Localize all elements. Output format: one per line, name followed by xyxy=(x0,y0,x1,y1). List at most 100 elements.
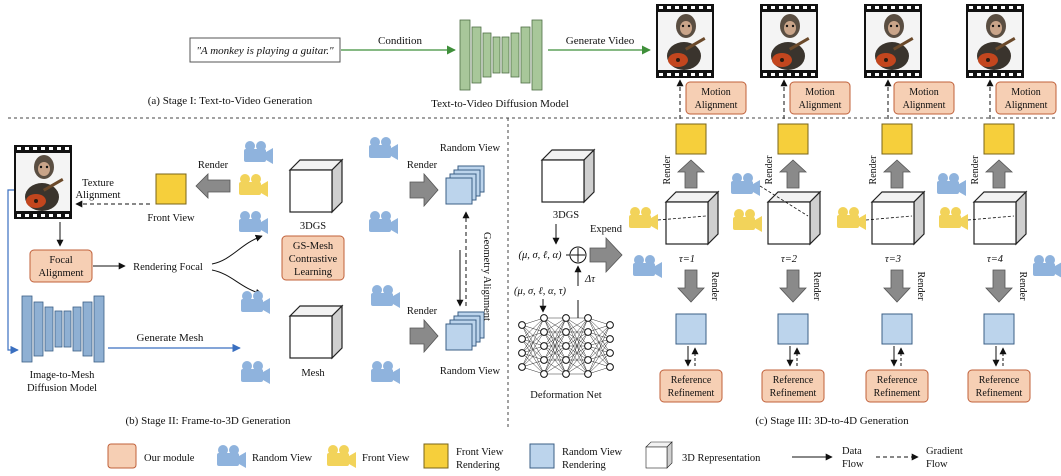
random-view-camera-icon xyxy=(241,291,270,314)
random-view-camera-icon xyxy=(369,211,398,234)
render-label: Render xyxy=(811,272,822,302)
tau-label: τ=3 xyxy=(885,254,901,265)
input-frame-image xyxy=(14,145,72,219)
condition-label: Condition xyxy=(378,35,423,47)
random-view-camera-icon xyxy=(369,137,398,160)
mesh-cube xyxy=(289,305,343,359)
render-arrow-down xyxy=(985,269,1013,303)
i2m-model-label-2: Diffusion Model xyxy=(27,383,97,394)
random-view-render xyxy=(675,313,707,345)
reference-refinement-label-2: Refinement xyxy=(976,388,1023,399)
geometry-alignment-label: Geometry Alignment xyxy=(481,232,492,321)
gs-mesh-label-1: GS-Mesh xyxy=(293,241,334,252)
legend-front-render-2: Rendering xyxy=(456,460,500,471)
mesh-label: Mesh xyxy=(301,368,325,379)
focal-alignment-module xyxy=(29,249,93,283)
net-node xyxy=(562,328,570,336)
render-arrow-down xyxy=(677,269,705,303)
net-node xyxy=(540,342,548,350)
reference-refinement-module xyxy=(659,369,723,403)
motion-alignment-label-1: Motion xyxy=(1011,87,1040,98)
4d-cube xyxy=(665,191,719,245)
random-view-stack-mesh xyxy=(445,311,485,351)
net-node xyxy=(518,363,526,371)
generate-mesh-label: Generate Mesh xyxy=(137,332,204,344)
reference-refinement-label-2: Refinement xyxy=(668,388,715,399)
front-view-label: Front View xyxy=(147,213,195,224)
front-view-camera-icon xyxy=(239,174,268,197)
reference-refinement-label-2: Refinement xyxy=(874,388,921,399)
reference-refinement-module xyxy=(761,369,825,403)
legend: Our module Random View Front View Front … xyxy=(107,441,963,471)
net-node xyxy=(540,356,548,364)
net-node xyxy=(584,342,592,350)
front-view-render xyxy=(155,173,187,205)
motion-alignment-module xyxy=(685,81,747,115)
net-node xyxy=(518,335,526,343)
4d-cube xyxy=(767,191,821,245)
reference-refinement-label-1: Reference xyxy=(773,375,814,386)
gs-mesh-contrastive-module xyxy=(281,235,345,281)
tau-label: τ=4 xyxy=(987,254,1004,265)
render-arrow-up xyxy=(676,159,706,189)
reference-refinement-label-1: Reference xyxy=(979,375,1020,386)
front-view-camera-icon xyxy=(733,209,762,232)
motion-alignment-module xyxy=(995,81,1057,115)
random-view-camera-icon xyxy=(371,285,400,308)
legend-gradient-flow-2: Flow xyxy=(926,459,948,470)
random-view-camera-icon xyxy=(633,255,662,278)
render-arrow-mesh xyxy=(409,318,439,354)
video-frame-image xyxy=(656,4,714,78)
3dgs-label: 3DGS xyxy=(300,221,326,232)
net-node xyxy=(584,314,592,322)
4d-cube xyxy=(871,191,925,245)
net-node xyxy=(562,342,570,350)
i2m-model-icon xyxy=(21,295,105,363)
net-node xyxy=(606,349,614,357)
motion-alignment-label-1: Motion xyxy=(909,87,938,98)
stage3: 3DGS (μ, σ, ℓ, α) Δτ (μ, σ, ℓ, α, τ) Def… xyxy=(514,123,1061,427)
random-view-camera-icon xyxy=(244,141,273,164)
gs-params: (μ, σ, ℓ, α) xyxy=(518,250,562,261)
render-arrow-front xyxy=(195,173,231,199)
net-node xyxy=(562,314,570,322)
i2m-model-label-1: Image-to-Mesh xyxy=(30,370,95,381)
generate-video-label: Generate Video xyxy=(566,35,635,47)
legend-our-module: Our module xyxy=(144,453,195,464)
net-node xyxy=(584,328,592,336)
legend-front-view: Front View xyxy=(362,453,410,464)
stage3-3dgs-label: 3DGS xyxy=(553,210,579,221)
stage2-caption: (b) Stage II: Frame-to-3D Generation xyxy=(126,415,291,427)
render-label-front: Render xyxy=(198,160,229,171)
reference-refinement-module xyxy=(967,369,1031,403)
4d-cube xyxy=(973,191,1027,245)
rendering-focal-label: Rendering Focal xyxy=(133,262,203,273)
random-view-camera-icon xyxy=(239,211,268,234)
legend-random-render-2: Rendering xyxy=(562,460,606,471)
random-view-camera-icon xyxy=(1033,255,1061,278)
render-label: Render xyxy=(1017,272,1028,302)
legend-random-render-1: Random View xyxy=(562,447,623,458)
render-label: Render xyxy=(868,155,879,185)
render-label: Render xyxy=(764,155,775,185)
reference-refinement-label-1: Reference xyxy=(877,375,918,386)
frame-to-i2m-arrow xyxy=(7,189,19,355)
motion-alignment-label-2: Alignment xyxy=(1005,100,1048,111)
net-node xyxy=(606,321,614,329)
motion-alignment-label-1: Motion xyxy=(805,87,834,98)
legend-random-view: Random View xyxy=(252,453,313,464)
net-node xyxy=(540,370,548,378)
t2v-model-icon xyxy=(459,19,543,91)
net-node xyxy=(540,328,548,336)
random-view-render xyxy=(983,313,1015,345)
prompt-text: "A monkey is playing a guitar." xyxy=(196,45,334,57)
camera-ray xyxy=(657,215,707,221)
net-node xyxy=(518,321,526,329)
camera-ray xyxy=(759,185,809,217)
tau-label: τ=2 xyxy=(781,254,798,265)
front-view-camera-icon xyxy=(939,207,968,230)
camera-ray xyxy=(967,215,1015,221)
motion-alignment-label-2: Alignment xyxy=(903,100,946,111)
legend-data-flow-2: Flow xyxy=(842,459,864,470)
